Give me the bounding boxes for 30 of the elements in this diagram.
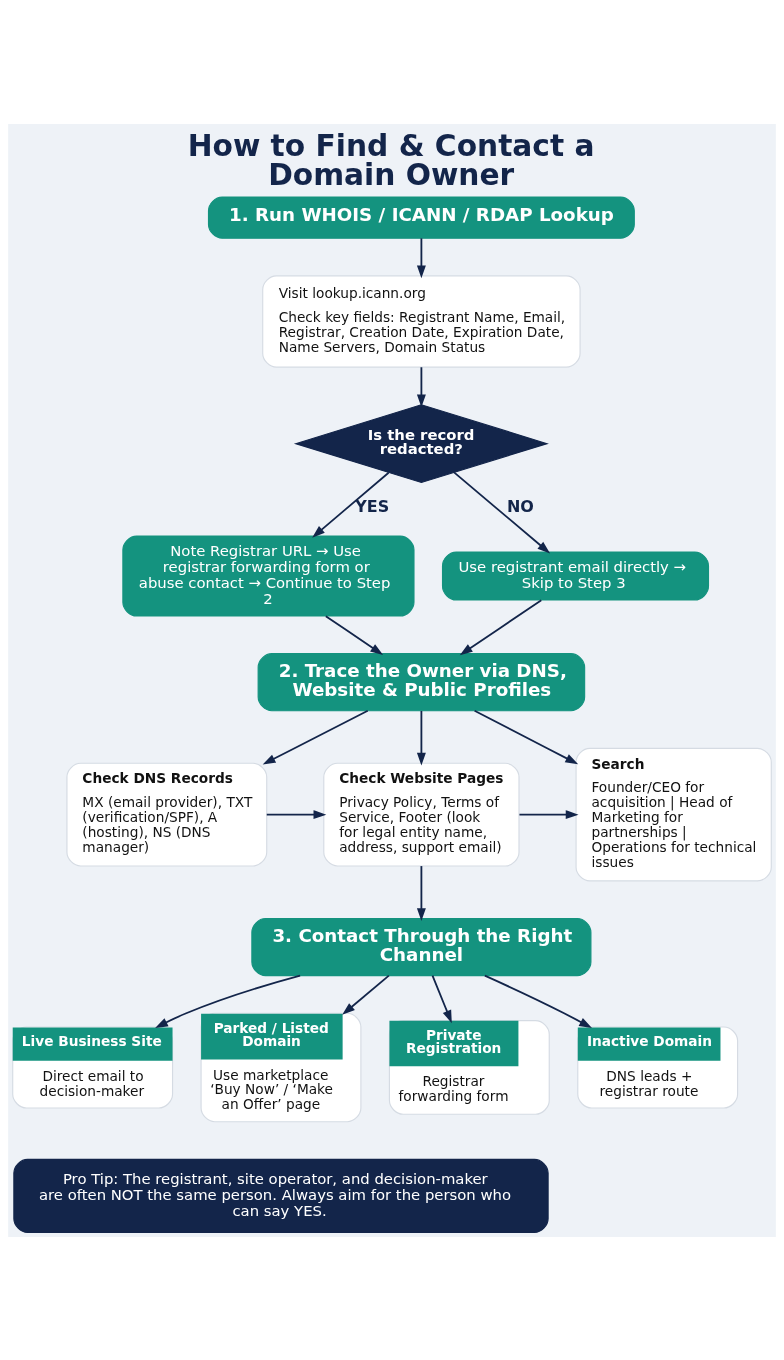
node-box: Check DNS Records MX (email provider), TXT (verification/SPF), A (hosting), NS (DNS manager)	[66, 762, 268, 867]
diagram-title: How to Find & Contact a Domain Owner	[187, 127, 595, 192]
arrow	[473, 709, 579, 764]
arrow	[453, 470, 551, 553]
node-box: 1. Run WHOIS / ICANN / RDAP Lookup	[207, 196, 635, 239]
arrow	[416, 365, 426, 407]
arrow	[155, 974, 302, 1028]
node-box: 3. Contact Through the Right Channel	[251, 917, 592, 976]
arrow	[459, 598, 543, 655]
arrow	[416, 236, 426, 278]
node-box: Search Founder/CEO for acquisition | Head of Marketing for partnerships | Operations for technical issues	[575, 747, 772, 881]
node-box: Pro Tip: The registrant, site operator, and decision-maker are often NOT the same person. Always aim for the person who can say YES.	[13, 1158, 549, 1233]
arrow	[324, 614, 384, 655]
arrow	[431, 974, 452, 1023]
edge-label: YES	[355, 496, 390, 516]
edge-label: NO	[507, 496, 534, 516]
arrow	[416, 709, 426, 766]
arrow	[312, 471, 390, 538]
node-box: Note Registrar URL → Use registrar forwarding form or abuse contact → Continue to Step 2	[122, 535, 415, 617]
node-diamond: Is the record redacted?	[293, 403, 549, 483]
arrow	[416, 864, 426, 921]
arrow	[265, 809, 327, 819]
node-box: Use registrant email directly → Skip to Step 3	[441, 551, 710, 601]
arrow	[262, 709, 369, 764]
arrow	[342, 974, 390, 1015]
node-box: Visit lookup.icann.org Check key fields: Registrant Name, Email, Registrar, Creation Date, Expiration Date, Name Servers, Domain Status	[262, 274, 581, 368]
node-box: Check Website Pages Privacy Policy, Terms of Service, Footer (look for legal entity name, address, support email)	[323, 762, 520, 867]
arrow	[518, 809, 579, 819]
node-box: 2. Trace the Owner via DNS, Website & Public Profiles	[257, 652, 586, 711]
arrow	[483, 974, 592, 1028]
